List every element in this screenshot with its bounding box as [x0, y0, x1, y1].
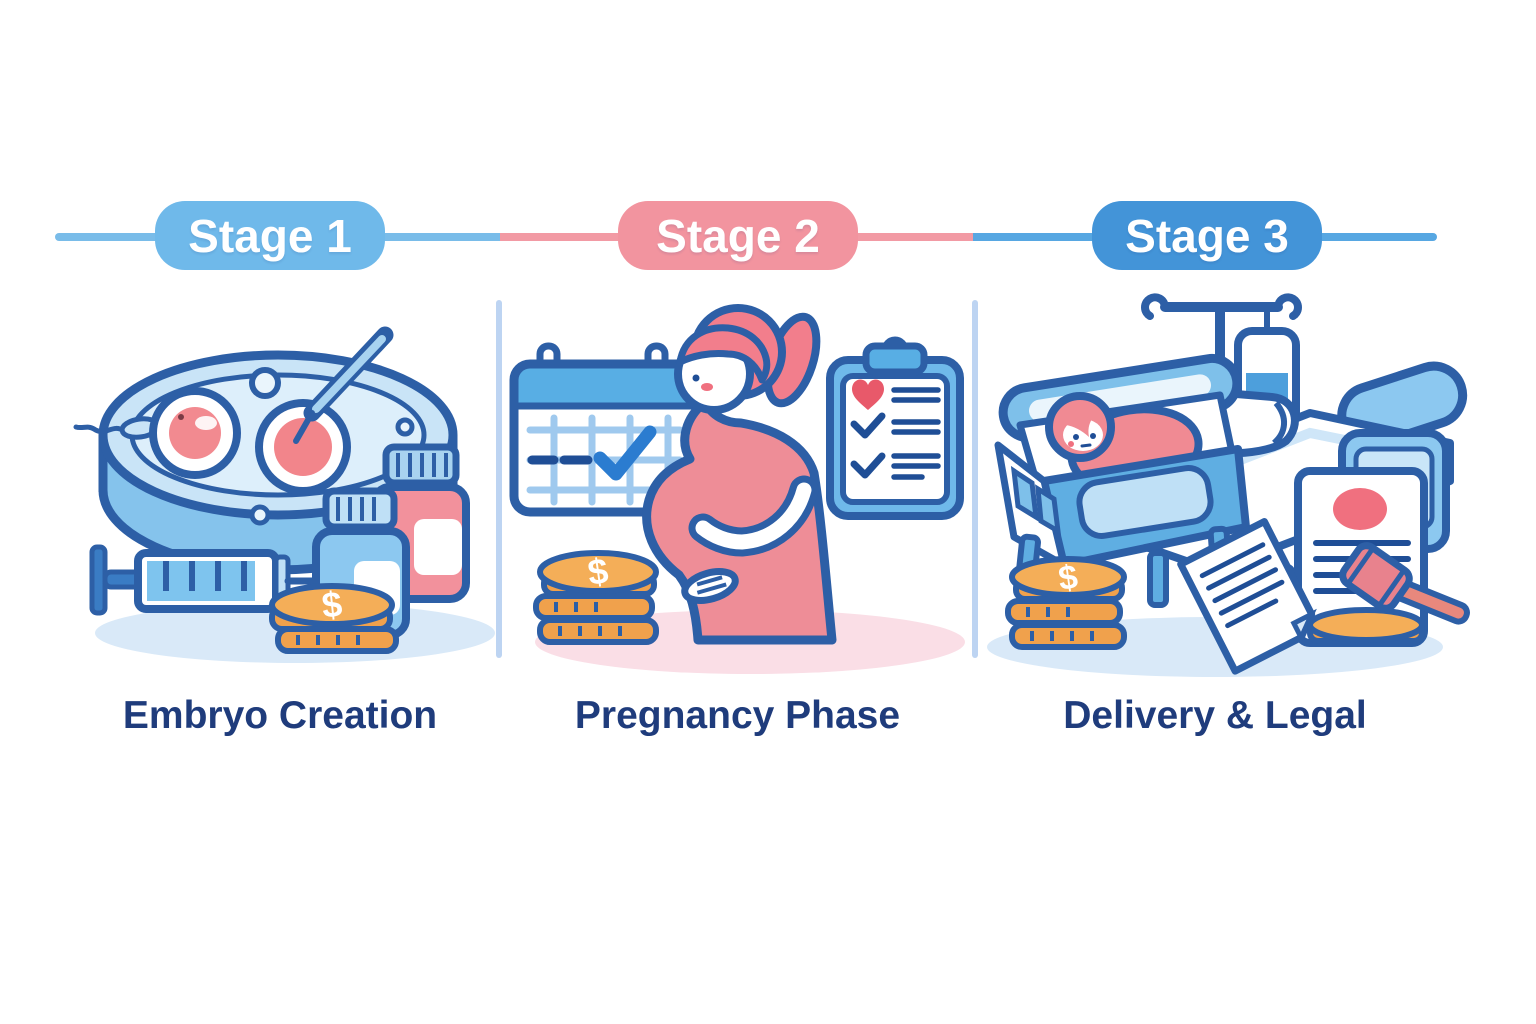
hand-on-belly — [681, 568, 739, 604]
stage-3-badge: Stage 3 — [1092, 201, 1322, 270]
coin-stack-icon: $ — [1005, 556, 1127, 650]
seal — [1333, 488, 1387, 530]
syringe-icon — [89, 544, 404, 616]
eye — [692, 374, 700, 382]
pipette-icon — [293, 326, 394, 444]
embryo-creation-illustration: $ — [73, 326, 495, 663]
checkmark-icon — [850, 452, 886, 479]
pregnant-woman-icon — [642, 304, 837, 645]
panel-divider — [496, 300, 502, 658]
checkmark-icon — [850, 412, 886, 439]
pregnancy-phase-illustration: $ — [509, 304, 965, 674]
stage-3-caption: Delivery & Legal — [1063, 694, 1367, 737]
coin-stack-icon: $ — [269, 583, 399, 654]
medical-checklist-icon — [826, 336, 964, 520]
checklist-lines — [891, 387, 941, 480]
egg-cell-icon — [149, 387, 241, 479]
bubbles — [249, 367, 415, 526]
delivery-legal-illustration: $ — [987, 293, 1470, 677]
dollar-sign: $ — [320, 583, 344, 626]
calendar-checkmark-icon — [593, 425, 657, 481]
blush — [701, 383, 713, 391]
egg-cell-icon — [255, 399, 351, 495]
stage-2-caption: Pregnancy Phase — [574, 694, 901, 737]
forearm — [695, 482, 812, 550]
hair-fringe — [676, 324, 771, 384]
coin-stack-icon: $ — [533, 550, 659, 645]
gavel-icon — [1307, 542, 1470, 644]
stage-1-badge: Stage 1 — [155, 201, 385, 270]
stage-2-badge: Stage 2 — [618, 201, 858, 270]
document-lines — [1199, 542, 1285, 629]
legal-document-icon — [1177, 518, 1317, 675]
stage-1-caption: Embryo Creation — [122, 694, 438, 737]
heart-icon — [852, 379, 884, 410]
calendar-icon — [509, 342, 701, 517]
panel-divider — [972, 300, 978, 658]
baby-crib-icon — [994, 353, 1250, 620]
